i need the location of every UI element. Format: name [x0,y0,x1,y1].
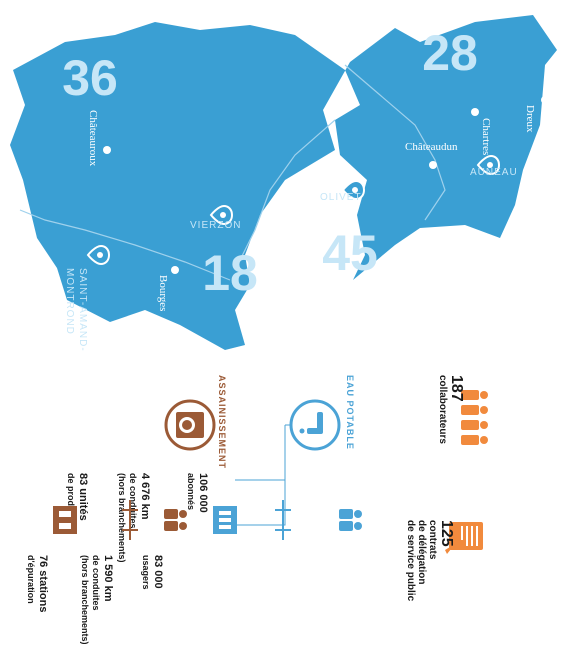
eau-conduites-line1: de conduites [128,473,138,529]
city-dot-chateaudun [429,161,437,169]
users-icon [164,509,187,531]
ass-stations-value: 76 stations [37,555,49,612]
city-label-olivet: OLIVET [320,192,362,203]
region-map: 36 18 45 28 [10,15,557,370]
city-label-saint-amand: SAINT-AMAND- [77,268,88,352]
boundary-18-45 [239,119,336,261]
contrats-value: 125 [438,520,455,547]
city-label-auneau: AUNEAU [470,167,518,178]
city-label-dreux: Dreux [524,105,536,133]
water-tap-icon [299,412,323,434]
city-dot-chateauroux [103,146,111,154]
ass-conduites-value: 1 590 km [102,555,114,602]
dept-18-number: 18 [202,245,258,301]
ass-conduites-line1: de conduites [91,555,101,611]
water-tap-icon-ring [289,399,341,451]
ass-usagers-value: 83 000 [152,555,164,589]
pin-olivet-icon [341,179,366,201]
city-label-chartres: Chartres [480,118,492,155]
assainissement-block: ASSAINISSEMENT 83 000 usagers 1 [26,375,227,645]
pin-saint-amand-icon [86,244,111,266]
eau-conduites-value: 4 676 km [139,473,151,520]
ass-conduites-line2: (hors branchements) [80,555,90,645]
boundary-36-18 [19,209,231,281]
city-dot-chartres [471,108,479,116]
contrats-line1: contrats [427,520,438,560]
city-dot-montargis [381,316,389,324]
stats-panel: 187 collaborateurs 125 contrats de délég… [26,375,488,645]
region-silhouette [10,15,557,350]
ass-stations-line1: d'épuration [26,555,36,604]
city-label-montargis: Montargis [367,325,379,370]
contrats-line3: de service public [405,520,416,602]
collaborateurs-value: 187 [448,375,465,402]
city-label-montrond: MONTROND [64,268,75,335]
contract-document-icon [445,522,483,554]
city-label-vierzon: VIERZON [190,220,241,231]
eau-production-line1: de production [66,473,76,533]
boundary-45-28 [344,64,446,221]
dept-45-number: 45 [322,225,378,281]
eau-abonnes-line1: abonnés [186,473,196,510]
city-label-chateaudun: Châteaudun [405,141,458,153]
ass-usagers-line1: usagers [141,555,151,590]
people-icon [461,390,488,445]
city-dot-bourges [171,266,179,274]
eau-potable-title: EAU POTABLE [345,375,355,450]
washing-machine-icon-ring [164,399,216,451]
pin-vierzon-icon [209,204,234,226]
eau-production-value: 83 unités [77,473,89,521]
pipe-brown-icon [122,500,138,540]
dept-36-number: 36 [62,50,118,106]
city-label-bourges: Bourges [157,275,169,311]
washing-machine-icon [176,412,204,438]
eau-conduites-line2: (hors branchements) [117,473,127,563]
subscribers-icon [339,509,362,531]
eau-potable-block: EAU POTABLE 106 00 [66,375,362,563]
contrats-block: 125 contrats de délégation de service pu… [405,520,483,602]
city-dots [103,96,549,324]
city-label-chateauroux: Châteauroux [87,110,99,167]
eau-abonnes-value: 106 000 [197,473,209,513]
assainissement-title: ASSAINISSEMENT [217,375,227,469]
pipe-icon [275,500,291,540]
city-dot-dreux [541,96,549,104]
pin-auneau-icon [476,154,501,176]
collaborateurs-label: collaborateurs [437,375,448,444]
dept-28-number: 28 [422,25,478,81]
eau-potable-connector [235,424,291,526]
collaborateurs-block: 187 collaborateurs [437,375,488,445]
production-plant-icon [213,506,237,534]
treatment-station-icon [53,506,77,534]
contrats-line2: de délégation [416,520,427,584]
